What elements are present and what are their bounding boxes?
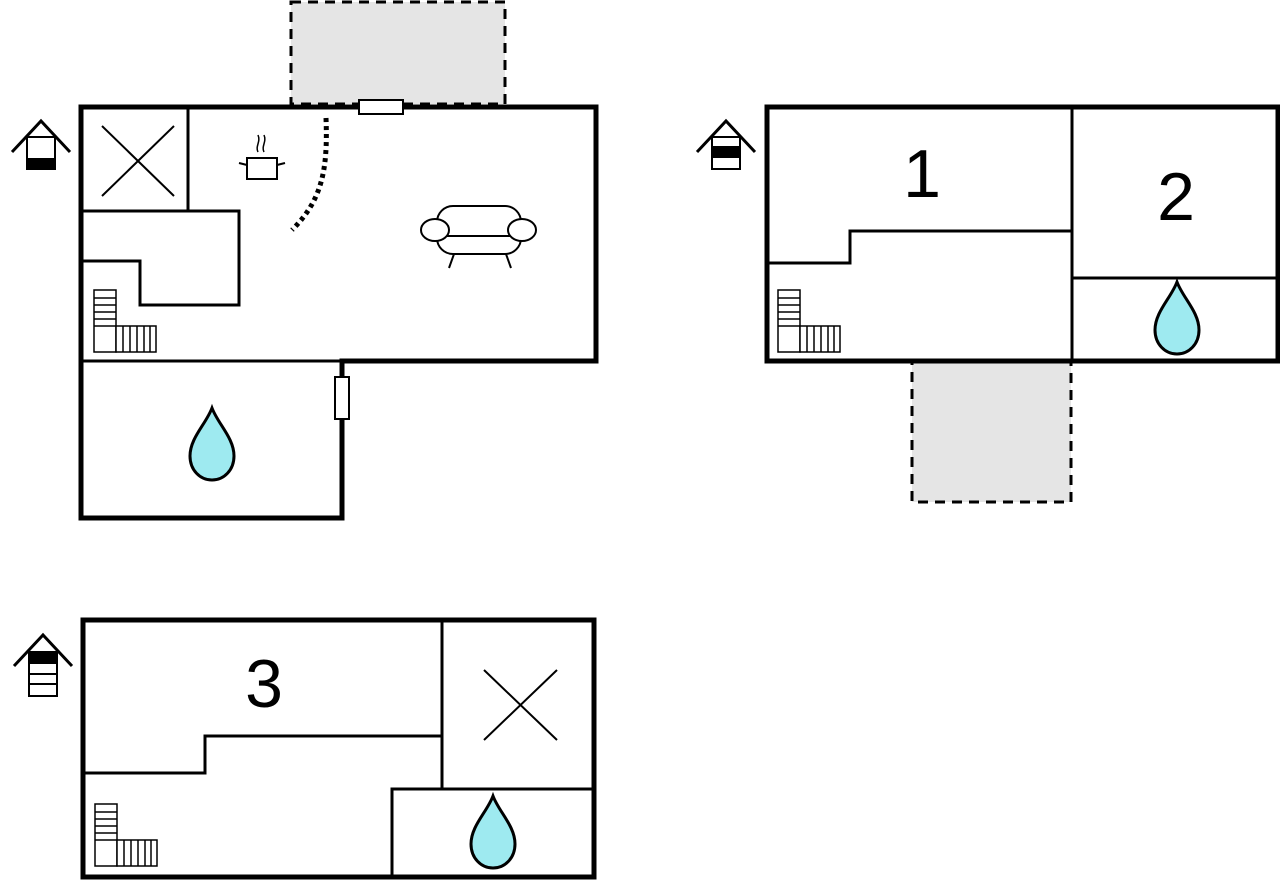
window-icon bbox=[358, 99, 404, 115]
water-drop-icon bbox=[1153, 280, 1201, 356]
inner-wall bbox=[767, 229, 1072, 265]
storage-x-icon bbox=[483, 669, 558, 741]
ground-floor-walls bbox=[78, 104, 599, 521]
room-3-label: 3 bbox=[245, 646, 283, 722]
door-icon bbox=[334, 376, 350, 420]
inner-wall bbox=[83, 734, 442, 775]
sofa-icon bbox=[420, 205, 537, 269]
storage-x-icon bbox=[81, 107, 190, 213]
counter-divider bbox=[290, 117, 329, 232]
ground-floor bbox=[10, 0, 599, 521]
stairs-icon bbox=[93, 289, 157, 353]
first-floor: 1 2 bbox=[695, 104, 1280, 504]
house-level-icon-ground bbox=[10, 118, 72, 170]
first-floor-walls bbox=[764, 104, 1280, 364]
stairs-icon bbox=[777, 289, 841, 353]
house-level-icon-first bbox=[695, 118, 757, 170]
balcony-area bbox=[910, 360, 1073, 504]
house-level-icon-second bbox=[12, 632, 74, 697]
terrace-area bbox=[289, 0, 507, 106]
room-1-label: 1 bbox=[903, 136, 941, 212]
water-drop-icon bbox=[188, 406, 236, 482]
second-floor-walls bbox=[80, 617, 597, 880]
stairs-icon bbox=[94, 803, 158, 867]
room-2-label: 2 bbox=[1157, 159, 1195, 235]
cooking-pot-icon bbox=[238, 134, 286, 180]
second-floor: 3 bbox=[12, 617, 597, 880]
water-drop-icon bbox=[469, 794, 517, 870]
inner-wall bbox=[81, 209, 241, 307]
